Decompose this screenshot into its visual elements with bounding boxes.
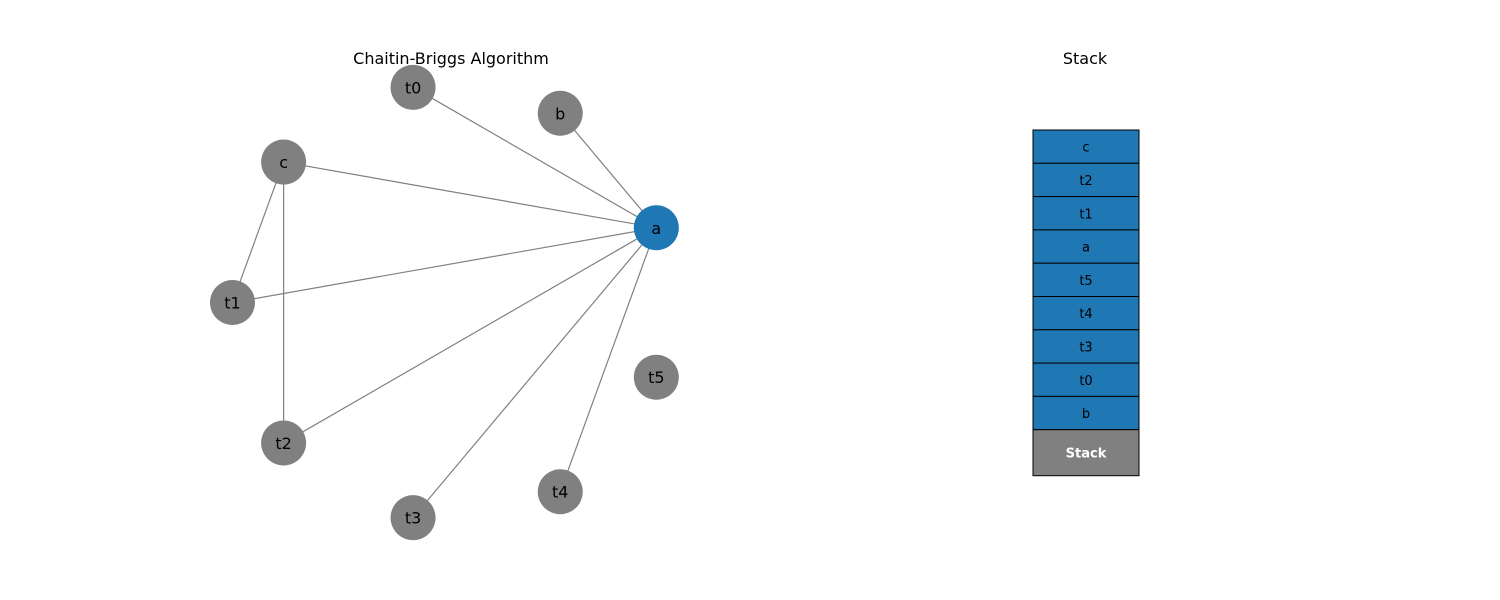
edge-c-t1: [231, 161, 285, 303]
node-label-t2: t2: [275, 434, 291, 453]
stack-item: t2: [1032, 162, 1140, 198]
stack-item: t3: [1032, 329, 1140, 364]
edge-c-a: [283, 161, 657, 229]
graph-node-a: a: [633, 205, 679, 251]
stack-item-box-a: [1032, 229, 1140, 264]
graph-node-t4: t4: [537, 469, 583, 515]
stack-item-box-t4: [1032, 296, 1140, 331]
graph-node-t3: t3: [390, 495, 436, 541]
stack-item: c: [1032, 129, 1140, 164]
stack-item: t1: [1032, 196, 1140, 231]
stack-item: t4: [1032, 296, 1140, 331]
stack-item-box-t0: [1032, 362, 1140, 397]
node-label-t4: t4: [552, 483, 568, 502]
stack-item-label-t4: t4: [1079, 307, 1092, 322]
edge-t2-a: [283, 227, 657, 444]
stack-item-box-c: [1032, 129, 1140, 164]
node-circle-t3: [390, 495, 436, 541]
graph-edges: [231, 86, 657, 519]
node-circle-b: [537, 90, 583, 136]
stack-item-box-b: [1032, 395, 1140, 431]
graph-node-c: c: [261, 139, 307, 185]
stack-item: t5: [1032, 262, 1140, 298]
stack-item: a: [1032, 229, 1140, 264]
edge-t0-a: [412, 86, 657, 229]
node-circle-c: [261, 139, 307, 185]
stack-item-box-t3: [1032, 329, 1140, 364]
stack-item-label-t5: t5: [1079, 274, 1092, 289]
node-label-t5: t5: [648, 368, 664, 387]
stack-item-label-a: a: [1082, 241, 1090, 256]
node-label-t1: t1: [224, 294, 240, 313]
edge-b-a: [559, 112, 657, 229]
node-circle-t0: [390, 64, 436, 110]
stack-base-label: Stack: [1066, 447, 1107, 462]
stack-item-box-t1: [1032, 196, 1140, 231]
graph-node-b: b: [537, 90, 583, 136]
node-label-t3: t3: [405, 509, 421, 528]
stack-item: b: [1032, 395, 1140, 431]
node-label-b: b: [555, 104, 565, 123]
stack-item: t0: [1032, 362, 1140, 397]
node-circle-t2: [261, 420, 307, 466]
stack-item-label-c: c: [1082, 141, 1089, 156]
graph-node-t2: t2: [261, 420, 307, 466]
edge-t1-a: [232, 227, 657, 304]
node-label-t0: t0: [405, 78, 421, 97]
graph-node-t1: t1: [210, 280, 255, 325]
node-label-c: c: [279, 153, 288, 172]
stack-item-label-b: b: [1082, 407, 1090, 422]
graph-nodes: t0 b a t5 t4 t3 t2 t1 c: [210, 64, 679, 541]
node-circle-a: [633, 205, 679, 251]
stack-item-label-t2: t2: [1079, 174, 1092, 189]
stack-item-label-t3: t3: [1079, 340, 1092, 355]
stack-item-label-t1: t1: [1079, 207, 1092, 222]
graph-node-t5: t5: [633, 354, 679, 400]
edge-t3-a: [412, 227, 657, 519]
graph-node-t0: t0: [390, 64, 436, 110]
stack-item-box-t5: [1032, 262, 1140, 298]
node-label-a: a: [651, 219, 661, 238]
stack-title: Stack: [1063, 49, 1108, 68]
node-circle-t4: [537, 469, 583, 515]
graph-title: Chaitin-Briggs Algorithm: [353, 49, 549, 68]
node-circle-t5: [633, 354, 679, 400]
node-circle-t1: [210, 280, 255, 325]
stack-item-label-t0: t0: [1079, 374, 1092, 389]
stack-item-box-t2: [1032, 162, 1140, 198]
edge-t4-a: [559, 227, 657, 492]
stack-base-box: [1032, 429, 1140, 477]
